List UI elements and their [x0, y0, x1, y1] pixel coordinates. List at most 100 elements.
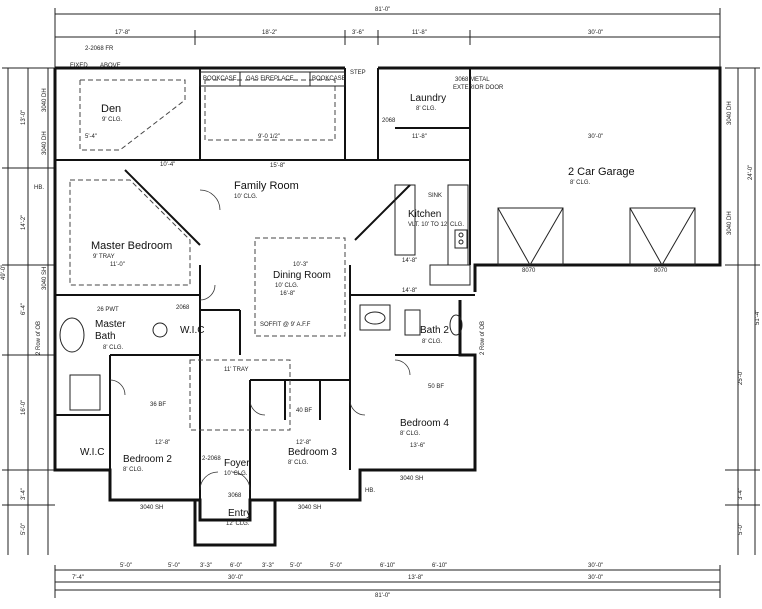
- window-master: 3040 SH: [42, 266, 48, 290]
- dim-top-total: 81'-0": [375, 7, 391, 13]
- row-ob-right-note: 2 Row of OB: [480, 320, 486, 355]
- entry-label: Entry: [228, 508, 252, 519]
- dim-right-e: 5'-0": [738, 523, 744, 535]
- kitchen-ceiling: VLT. 10' TO 12' CLG.: [408, 222, 464, 228]
- dim-bot-c: 13'-8": [408, 575, 424, 581]
- above-window-note: ABOVE: [100, 63, 121, 69]
- laundry-label: Laundry: [410, 93, 447, 104]
- door-2068-wic-note: 2068: [176, 305, 190, 311]
- fixed-window-note: FIXED: [70, 63, 88, 69]
- bedroom3-label: Bedroom 3: [288, 447, 337, 458]
- dim-right-d: 3'-4": [738, 488, 744, 500]
- dim-left-a: 13'-0": [21, 109, 27, 125]
- bath2-label: Bath 2: [420, 325, 449, 336]
- dining-room-label: Dining Room: [273, 270, 331, 281]
- laundry-ceiling: 8' CLG.: [416, 106, 437, 112]
- window-bedroom4: 3040 SH: [400, 476, 424, 482]
- sink-note: SINK: [428, 193, 443, 199]
- row-ob-left-note: 2 Row of OB: [36, 320, 42, 355]
- hose-bib-bottom-note: HB.: [365, 488, 376, 494]
- dim-top-b: 18'-2": [262, 30, 278, 36]
- dim-right-a: 24'-0": [748, 164, 754, 180]
- dim-bot-r1h: 6'-10": [380, 563, 396, 569]
- door-2068-note: 2-2068: [202, 456, 221, 462]
- master-bedroom-ceiling: 9' TRAY: [93, 254, 115, 260]
- dim-left-d: 16'-0": [21, 399, 27, 415]
- dim-right-b: 51'-4": [755, 309, 761, 325]
- dim-laundry-w: 11'-8": [412, 134, 427, 140]
- bf40-note: 40 BF: [296, 408, 313, 414]
- dim-left-f: 5'-0": [21, 523, 27, 535]
- hose-bib-left-note: HB.: [34, 185, 45, 191]
- dim-family-w2: 9'-0 1/2": [258, 134, 280, 140]
- bath2-ceiling: 8' CLG.: [422, 339, 443, 345]
- dim-bot-b: 30'-0": [228, 575, 244, 581]
- dim-top-a: 17'-8": [115, 30, 131, 36]
- dim-top-e: 30'-0": [588, 30, 604, 36]
- dim-bot-d: 30'-0": [588, 575, 604, 581]
- bf36-note: 36 BF: [150, 402, 167, 408]
- den-ceiling: 9' CLG.: [102, 117, 123, 123]
- master-bedroom-label: Master Bedroom: [91, 240, 173, 252]
- dim-left-c: 6'-4": [21, 303, 27, 315]
- dim-bot-total: 81'-0": [375, 593, 391, 599]
- dim-top-d: 11'-8": [412, 30, 427, 36]
- dining-room-ceiling: 10' CLG.: [275, 283, 299, 289]
- step-note: STEP: [350, 70, 366, 76]
- master-bath-label-2: Bath: [95, 331, 116, 342]
- dim-bot-r1g: 5'-0": [330, 563, 342, 569]
- dim-garage-w: 30'-0": [588, 134, 604, 140]
- dim-master-d: 11'-0": [110, 262, 125, 268]
- bf50-note: 50 BF: [428, 384, 445, 390]
- garage-door-2: 8070: [654, 268, 668, 274]
- dim-bot-a: 7'-4": [72, 575, 84, 581]
- dim-den-d1: 5'-4": [85, 134, 97, 140]
- bedroom4-label: Bedroom 4: [400, 418, 449, 429]
- dim-bed2-w: 12'-8": [155, 440, 171, 446]
- kitchen-label: Kitchen: [408, 209, 442, 220]
- dim-bot-r1c: 3'-3": [200, 563, 212, 569]
- dim-bot-r1j: 30'-0": [588, 563, 604, 569]
- dim-right-c: 25'-0": [738, 369, 744, 385]
- master-bath-ceiling: 8' CLG.: [103, 345, 124, 351]
- bookcase-right-note: BOOKCASE: [312, 76, 346, 82]
- dim-family-w: 15'-8": [270, 163, 286, 169]
- window-garage-1: 3040 DH: [727, 101, 733, 125]
- window-den-2: 3040 DH: [42, 131, 48, 155]
- dim-left-b: 14'-2": [21, 214, 27, 230]
- bedroom2-label: Bedroom 2: [123, 454, 172, 465]
- foyer-ceiling: 10' CLG.: [224, 471, 248, 477]
- wic-upper-label: W.I.C: [180, 325, 205, 336]
- window-bedroom3: 3040 SH: [298, 505, 322, 511]
- bedroom3-ceiling: 8' CLG.: [288, 460, 309, 466]
- door-3068-note: 3068: [228, 493, 242, 499]
- dim-left-e: 3'-4": [21, 488, 27, 500]
- foyer-label: Foyer: [224, 458, 250, 469]
- window-den-1: 3040 DH: [42, 88, 48, 112]
- bookcase-left-note: BOOKCASE: [203, 76, 237, 82]
- dim-bot-r1f: 5'-0": [290, 563, 302, 569]
- dim-bot-r1b: 5'-0": [168, 563, 180, 569]
- window-garage-2: 3040 DH: [727, 211, 733, 235]
- garage-label: 2 Car Garage: [568, 166, 635, 178]
- dim-dining-d2: 16'-8": [280, 291, 296, 297]
- dim-kitchen-d2: 14'-8": [402, 288, 418, 294]
- dim-den-d2: 10'-4": [160, 162, 176, 168]
- wic-lower-label: W.I.C: [80, 447, 105, 458]
- dim-bed3-w: 12'-8": [296, 440, 312, 446]
- metal-door-note: 3068 METAL: [455, 77, 490, 83]
- fr-door-note: 2-2068 FR: [85, 46, 114, 52]
- dim-bot-r1i: 6'-10": [432, 563, 448, 569]
- dim-left-total: 49'-0": [1, 264, 7, 280]
- dim-bot-r1d: 6'-0": [230, 563, 242, 569]
- entry-ceiling: 12' CLG.: [226, 521, 250, 527]
- garage-ceiling: 8' CLG.: [570, 180, 591, 186]
- dim-bot-r1e: 3'-3": [262, 563, 274, 569]
- metal-door-note-2: EXTERIOR DOOR: [453, 85, 504, 91]
- tray-note: 11' TRAY: [224, 367, 249, 373]
- dim-bed4-w: 13'-6": [410, 443, 426, 449]
- dim-kitchen-d: 14'-8": [402, 258, 418, 264]
- door-2068-laundry-note: 2068: [382, 118, 396, 124]
- master-bath-label: Master: [95, 319, 126, 330]
